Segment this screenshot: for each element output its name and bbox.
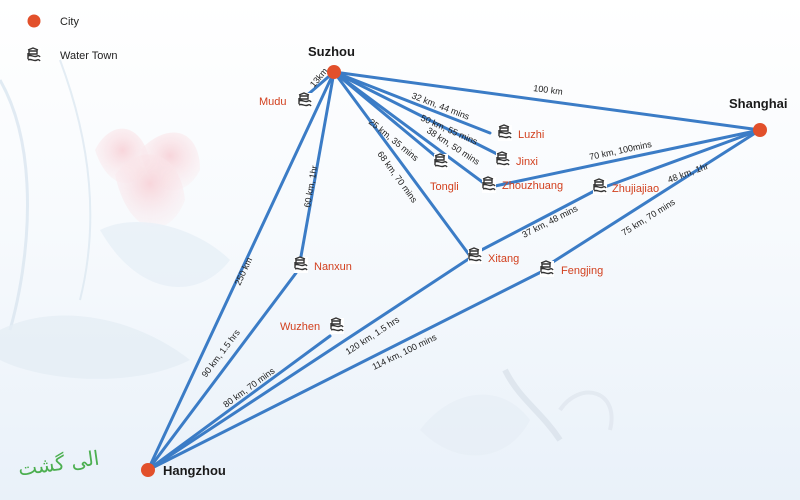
wuzhen-water-town-icon (329, 317, 345, 335)
route-hangzhou-nanxun (146, 271, 298, 472)
route-suzhou-jinxi (332, 70, 507, 160)
suzhou-city-marker (327, 65, 341, 79)
shanghai-city-marker (753, 123, 767, 137)
hangzhou-city-marker (141, 463, 155, 477)
route-hangzhou-xitang (146, 256, 472, 472)
zhujiajiao-water-town-icon (592, 178, 608, 196)
zhouzhuang-water-town-icon (481, 176, 497, 194)
route-labels: 100 km 13km 32 km, 44 mins 50 km, 55 min… (200, 66, 710, 410)
nanxun-water-town-icon (293, 256, 309, 274)
fengjing-town-label: Fengjing (561, 265, 603, 277)
suzhou-city-label: Suzhou (308, 44, 355, 59)
route-label-suzhou-shanghai: 100 km (533, 83, 564, 97)
route-label-suzhou-hangzhou: 250 km (233, 256, 255, 287)
wuzhen-town-label: Wuzhen (280, 321, 320, 333)
xitang-town-label: Xitang (488, 253, 519, 265)
nanxun-town-label: Nanxun (314, 261, 352, 273)
route-suzhou-hangzhou (146, 70, 336, 472)
mudu-town-label: Mudu (259, 96, 287, 108)
watermark-logo: الی گشت (16, 446, 100, 481)
route-suzhou-zhouzhuang (332, 70, 487, 186)
route-suzhou-xitang (332, 70, 472, 258)
route-label-shanghai-zhujiajiao: 48 km, 1hr (666, 161, 709, 185)
legend-city-label: City (60, 16, 79, 28)
tongli-town-label: Tongli (430, 181, 459, 193)
route-label-suzhou-tongli: 25 km, 35 mins (367, 117, 421, 163)
jinxi-town-label: Jinxi (516, 156, 538, 168)
zhujiajiao-town-label: Zhujiajiao (612, 183, 659, 195)
luzhi-water-town-icon (497, 124, 513, 142)
routes (146, 70, 762, 472)
route-label-zhujiajiao-xitang: 37 km, 48 mins (520, 203, 579, 240)
route-shanghai-zhujiajiao (600, 128, 762, 190)
route-hangzhou-fengjing (146, 268, 547, 472)
route-zhujiajiao-xitang (468, 186, 602, 258)
legend-town-label: Water Town (60, 50, 117, 62)
tongli-water-town-icon (433, 153, 449, 171)
route-label-suzhou-nanxun: 60 km, 1hr (302, 165, 319, 209)
route-hangzhou-wuzhen (146, 334, 332, 472)
legend: City Water Town (26, 14, 117, 65)
lotus-decoration (0, 59, 614, 456)
town-labels: Mudu Luzhi Jinxi Tongli Zhouzhuang Zhuji… (259, 96, 659, 333)
mudu-water-town-icon (297, 92, 313, 110)
route-suzhou-luzhi (332, 70, 492, 135)
legend-city-marker (27, 14, 41, 28)
route-shanghai-zhouzhuang (493, 128, 762, 188)
route-suzhou-tongli (332, 70, 442, 162)
luzhi-town-label: Luzhi (518, 129, 544, 141)
shanghai-city-label: Shanghai (729, 96, 788, 111)
route-shanghai-fengjing (543, 128, 762, 269)
cities: Suzhou Shanghai Hangzhou (141, 44, 788, 478)
fengjing-water-town-icon (539, 260, 555, 278)
xitang-water-town-icon (467, 247, 483, 265)
route-suzhou-shanghai (332, 70, 762, 132)
zhouzhuang-town-label: Zhouzhuang (502, 180, 563, 192)
route-suzhou-nanxun (298, 70, 336, 264)
hangzhou-city-label: Hangzhou (163, 463, 226, 478)
jinxi-water-town-icon (495, 151, 511, 169)
water-town-icon (26, 47, 42, 65)
